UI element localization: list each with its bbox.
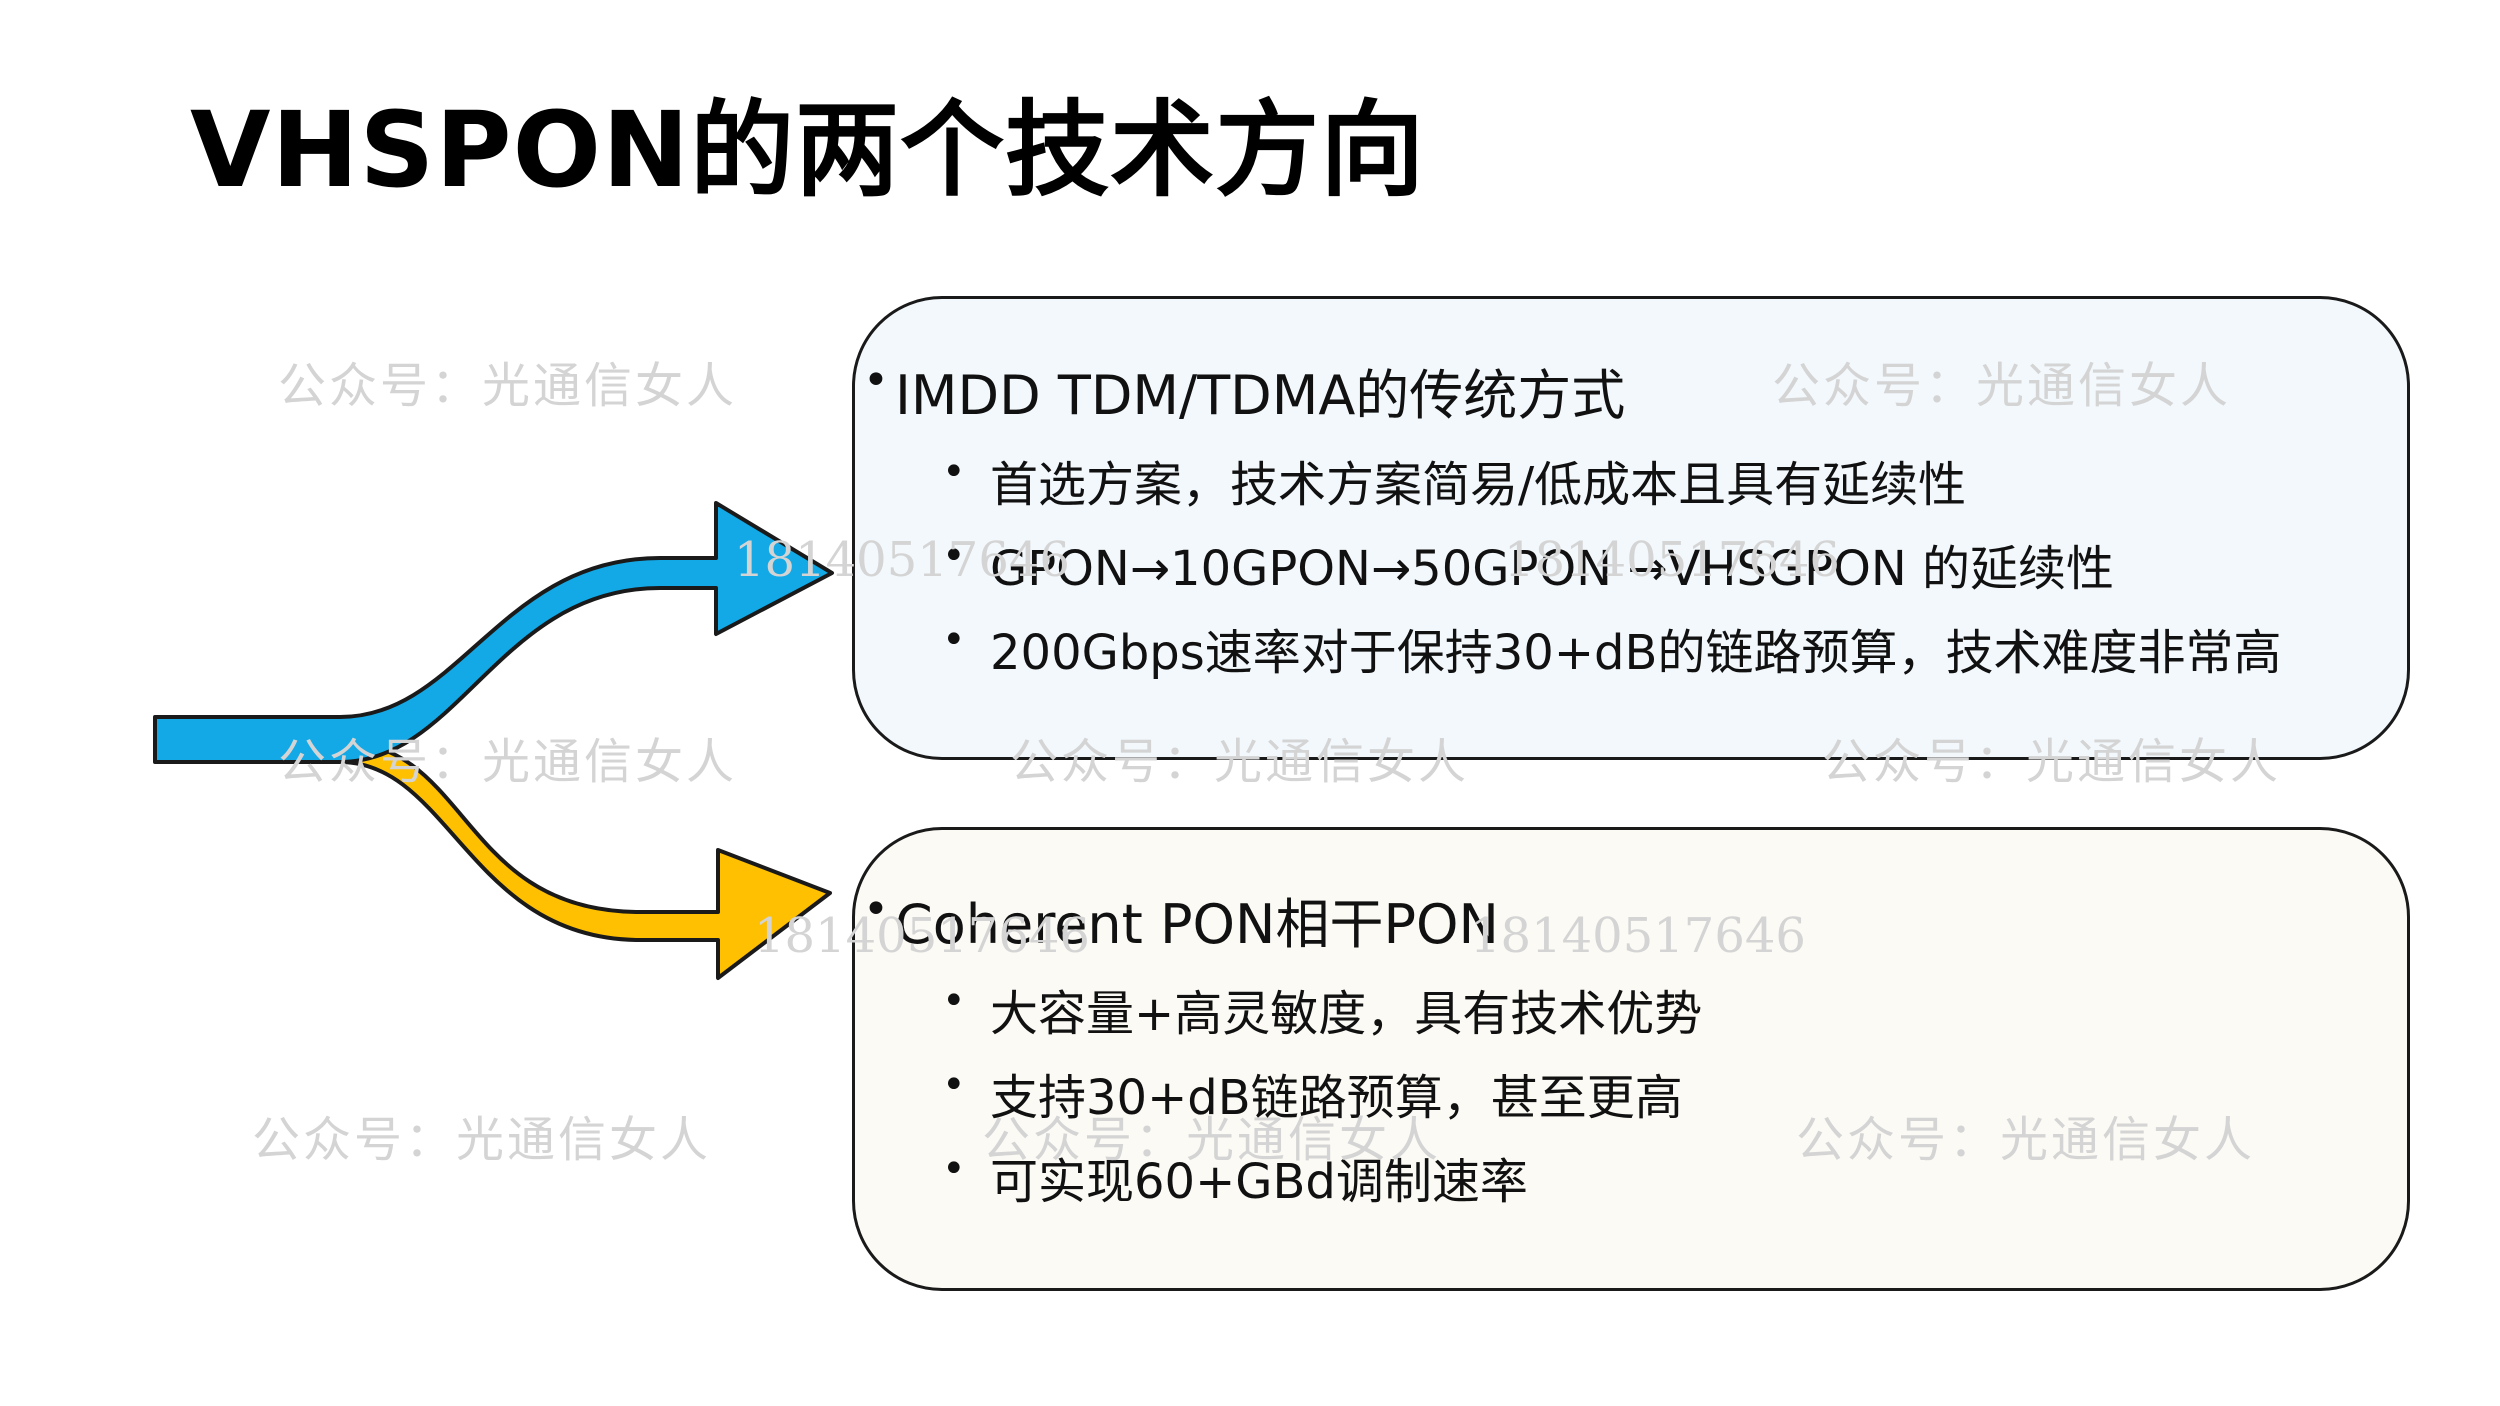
upper-branch-arrow	[153, 501, 834, 764]
lower-branch-arrow	[338, 740, 832, 980]
imdd-item-1: 首选方案，技术方案简易/低成本且具有延续性	[942, 445, 1966, 515]
coherent-item-3: 可实现60+GBd调制速率	[942, 1142, 1528, 1212]
coherent-pon-box: Coherent PON相干PON 大容量+高灵敏度，具有技术优势 支持30+d…	[852, 827, 2410, 1291]
slide-title: VHSPON的两个技术方向	[190, 89, 1426, 211]
coherent-item-1: 大容量+高灵敏度，具有技术优势	[942, 974, 1702, 1044]
imdd-heading: IMDD TDM/TDMA的传统方式	[863, 351, 1625, 430]
imdd-item-2: GPON→10GPON→50GPON →VHSGPON 的延续性	[942, 529, 2114, 599]
imdd-tdm-box: IMDD TDM/TDMA的传统方式 首选方案，技术方案简易/低成本且具有延续性…	[852, 296, 2410, 760]
coherent-heading: Coherent PON相干PON	[863, 880, 1499, 959]
coherent-item-2: 支持30+dB链路预算，甚至更高	[942, 1058, 1683, 1128]
imdd-item-3: 200Gbps速率对于保持30+dB的链路预算，技术难度非常高	[942, 613, 2281, 683]
